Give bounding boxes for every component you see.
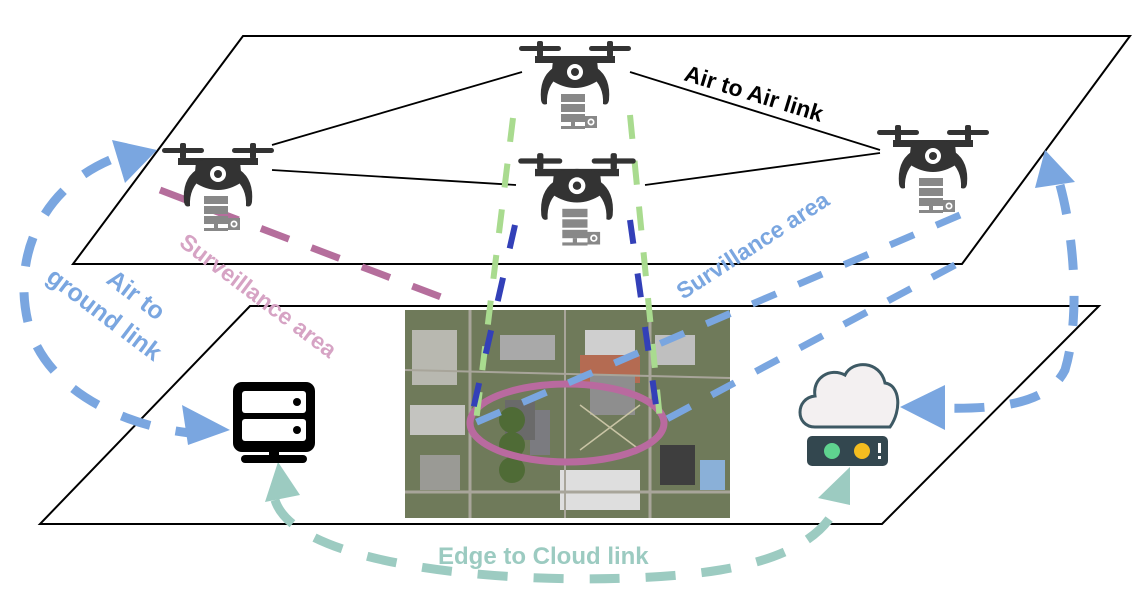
beam-middle-drone xyxy=(465,219,659,433)
drone-middle-center xyxy=(518,153,636,246)
air-layer-plane xyxy=(71,35,1132,265)
drone-right xyxy=(877,125,989,213)
surveillance-area-ellipse xyxy=(466,380,668,466)
ground-layer-plane xyxy=(37,305,1102,525)
drone-top-center xyxy=(519,41,631,129)
arrow-to-cloud-bottom xyxy=(818,467,850,505)
air-to-air-link-label: Air to Air link xyxy=(682,60,827,127)
air-to-ground-link-right xyxy=(939,183,1079,413)
indicator-green xyxy=(824,443,840,459)
drone-left xyxy=(162,143,274,231)
air-to-ground-link-left xyxy=(19,155,191,438)
arrow-to-drone-left xyxy=(112,140,157,183)
edge-to-cloud-link xyxy=(270,493,845,584)
cloud-server-icon xyxy=(798,363,900,466)
arrow-from-edge xyxy=(265,462,300,502)
arrow-to-drone-right xyxy=(1035,150,1075,188)
edge-server-icon xyxy=(233,382,315,463)
beam-top-drone xyxy=(472,114,663,431)
air-to-air-links xyxy=(271,71,881,186)
edge-to-cloud-link-label: Edge to Cloud link xyxy=(438,543,649,570)
arrow-to-edge-server xyxy=(182,405,230,445)
arrow-to-cloud xyxy=(900,385,945,430)
surveillance-right-boundary xyxy=(468,211,962,429)
surveillance-area-right-label: Survillance area xyxy=(672,186,834,304)
indicator-yellow xyxy=(854,443,870,459)
